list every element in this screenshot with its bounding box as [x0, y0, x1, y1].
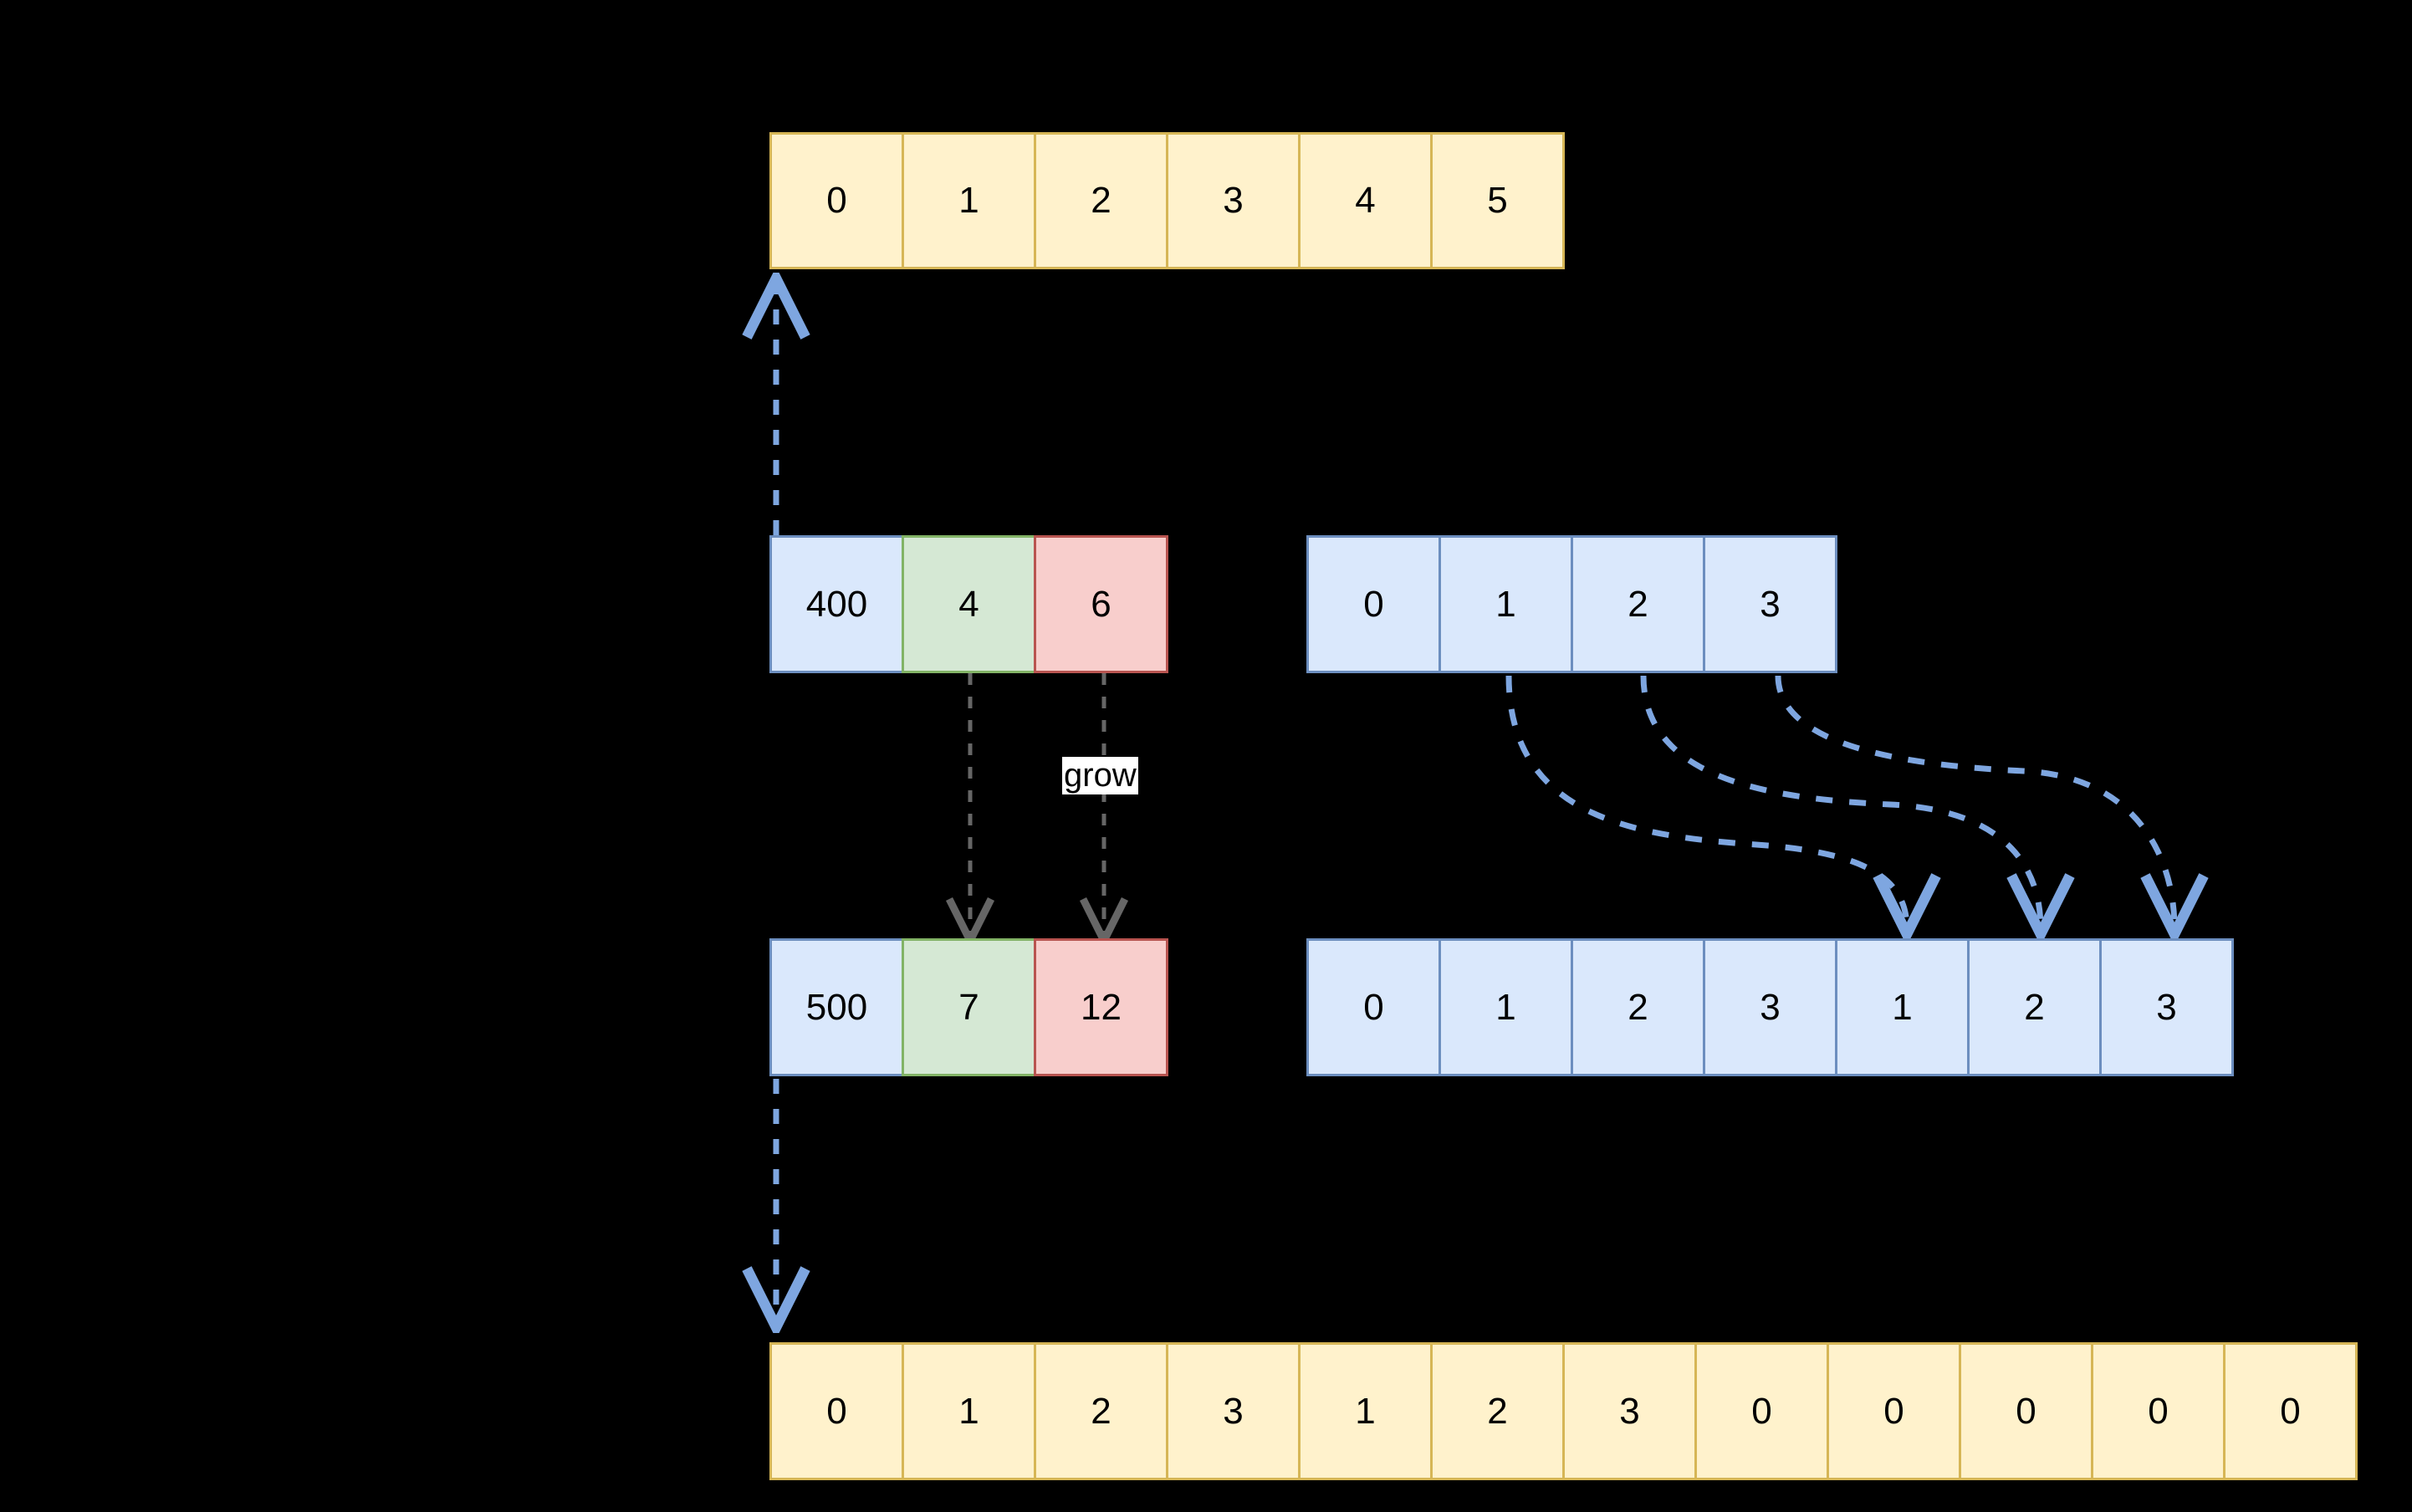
old-slice-header: 400 4 6: [769, 535, 1174, 673]
array-cell: 3: [2099, 938, 2234, 1076]
slice-pointer-cell: 500: [769, 938, 904, 1076]
array-cell: 3: [1703, 938, 1837, 1076]
array-cell: 3: [1703, 535, 1837, 673]
array-cell: 1: [1835, 938, 1970, 1076]
array-cell: 0: [1694, 1342, 1829, 1480]
array-cell: 2: [1571, 938, 1705, 1076]
array-cell: 2: [1034, 1342, 1168, 1480]
array-cell: 1: [1298, 1342, 1433, 1480]
array-cell: 2: [1430, 1342, 1565, 1480]
array-cell: 3: [1166, 132, 1301, 269]
array-cell: 1: [902, 1342, 1036, 1480]
array-cell: 4: [1298, 132, 1433, 269]
array-cell: 0: [1306, 535, 1441, 673]
copy-curve-2: [1640, 675, 2041, 928]
array-cell: 3: [1166, 1342, 1301, 1480]
array-cell: 0: [769, 132, 904, 269]
copy-curve-1: [1505, 675, 1907, 928]
new-slice-header: 500 7 12: [769, 938, 1174, 1076]
slice-len-cell: 4: [902, 535, 1036, 673]
slice-pointer-cell: 400: [769, 535, 904, 673]
array-cell: 1: [1439, 535, 1573, 673]
array-cell: 2: [1034, 132, 1168, 269]
array-cell: 0: [1306, 938, 1441, 1076]
array-cell: 2: [1571, 535, 1705, 673]
grow-label: grow: [1062, 757, 1138, 794]
array-cell: 0: [769, 1342, 904, 1480]
array-cell: 0: [2223, 1342, 2358, 1480]
slice-cap-cell: 12: [1034, 938, 1168, 1076]
array-cell: 0: [1827, 1342, 1961, 1480]
array-cell: 5: [1430, 132, 1565, 269]
array-cell: 0: [1959, 1342, 2093, 1480]
slice-cap-cell: 6: [1034, 535, 1168, 673]
top-backing-array: 0 1 2 3 4 5: [769, 132, 1577, 269]
bottom-backing-array: 0 1 2 3 1 2 3 0 0 0 0 0: [769, 1342, 2385, 1480]
slice-len-cell: 7: [902, 938, 1036, 1076]
new-slice-view: 0 1 2 3 1 2 3: [1306, 938, 2249, 1076]
copy-curve-3: [1775, 675, 2174, 928]
array-cell: 3: [1562, 1342, 1697, 1480]
array-cell: 1: [902, 132, 1036, 269]
old-slice-view: 0 1 2 3: [1306, 535, 1845, 673]
array-cell: 2: [1967, 938, 2102, 1076]
array-cell: 1: [1439, 938, 1573, 1076]
array-cell: 0: [2091, 1342, 2225, 1480]
